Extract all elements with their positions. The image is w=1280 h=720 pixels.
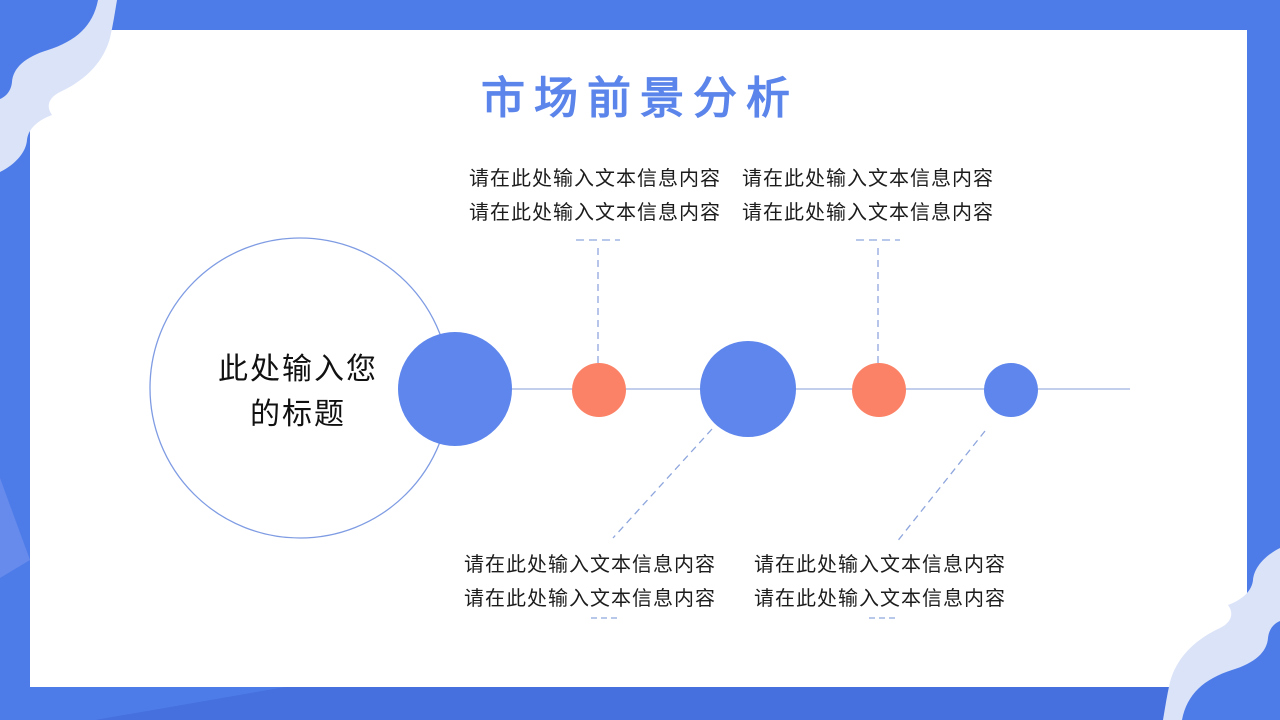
- text-placeholder-top-right[interactable]: 请在此处输入文本信息内容 请在此处输入文本信息内容: [718, 162, 1018, 230]
- text-placeholder-bottom-right[interactable]: 请在此处输入文本信息内容 请在此处输入文本信息内容: [730, 548, 1030, 616]
- placeholder-line: 请在此处输入文本信息内容: [742, 168, 994, 190]
- placeholder-line: 请在此处输入文本信息内容: [464, 588, 716, 610]
- text-placeholder-top-left[interactable]: 请在此处输入文本信息内容 请在此处输入文本信息内容: [445, 162, 745, 230]
- placeholder-line: 请在此处输入文本信息内容: [742, 202, 994, 224]
- placeholder-line: 请在此处输入文本信息内容: [754, 554, 1006, 576]
- bottom-bar-dark-stripe: [95, 687, 1280, 720]
- placeholder-line: 请在此处输入文本信息内容: [464, 554, 716, 576]
- left-bar-light-wedge: [0, 478, 30, 578]
- center-circle-title-line2: 的标题: [250, 398, 346, 431]
- center-circle-title-line1: 此处输入您: [218, 353, 378, 386]
- placeholder-line: 请在此处输入文本信息内容: [469, 168, 721, 190]
- slide-title: 市场前景分析: [481, 74, 799, 123]
- text-placeholder-bottom-left[interactable]: 请在此处输入文本信息内容 请在此处输入文本信息内容: [440, 548, 740, 616]
- center-circle-title-placeholder[interactable]: 此处输入您 的标题: [157, 347, 439, 437]
- placeholder-line: 请在此处输入文本信息内容: [469, 202, 721, 224]
- placeholder-line: 请在此处输入文本信息内容: [754, 588, 1006, 610]
